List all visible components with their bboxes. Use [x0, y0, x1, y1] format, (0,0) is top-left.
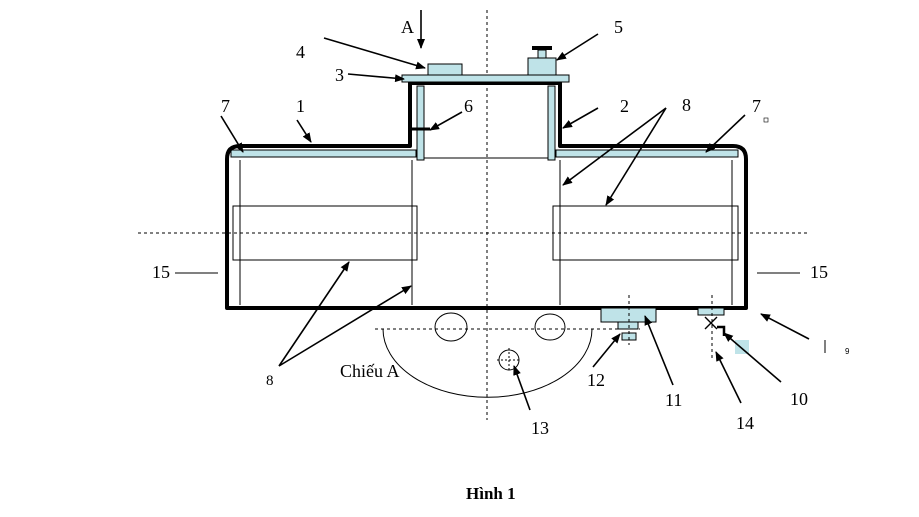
view-a-arc: [382, 328, 593, 398]
callout-9: 9: [845, 347, 850, 356]
figure-caption: Hình 1: [466, 484, 516, 503]
callout-12: 12: [587, 370, 605, 390]
top-valve-handle: [532, 46, 552, 50]
right-cartridge: [552, 205, 739, 261]
neck-right-tube: [547, 85, 556, 161]
left-cartridge: [232, 205, 418, 261]
callout-7-right: 7: [752, 96, 761, 116]
housing-body: [225, 81, 748, 310]
drain-fitting: [697, 307, 725, 316]
callout-8-top: 8: [682, 95, 691, 115]
drain-valve-cross: [704, 316, 718, 330]
callout-1: 1: [296, 96, 305, 116]
callout-2: 2: [620, 96, 629, 116]
drain-spout: [717, 325, 726, 336]
leader-lines: [175, 33, 826, 411]
callout-10: 10: [790, 389, 808, 409]
callout-15-left: 15: [152, 262, 170, 282]
right-liner-strip: [555, 149, 739, 158]
callout-14: 14: [736, 413, 754, 433]
callout-3: 3: [335, 65, 344, 85]
callout-4: 4: [296, 42, 305, 62]
top-valve-stem: [537, 49, 547, 59]
cover-block: [427, 63, 463, 76]
callout-8-bottom: 8: [266, 373, 274, 389]
callout-5: 5: [614, 17, 623, 37]
callout-13: 13: [531, 418, 549, 438]
top-flange-plate: [401, 74, 570, 83]
outlet-neck: [617, 321, 639, 330]
view-a-label: Chiếu A: [340, 361, 400, 381]
left-liner-strip: [230, 149, 417, 158]
view-a-arrow-label: A: [401, 17, 414, 37]
view-a-left-hole: [434, 312, 468, 342]
callout-7-left: 7: [221, 96, 230, 116]
view-a-right-hole: [534, 313, 566, 341]
inner-partitions: [239, 157, 733, 305]
callout-15-right: 15: [810, 262, 828, 282]
top-valve-body: [527, 57, 557, 76]
small-square-mark: [763, 117, 769, 123]
callout-6: 6: [464, 96, 473, 116]
neck-left-tube: [416, 85, 425, 161]
callout-11: 11: [665, 390, 682, 410]
